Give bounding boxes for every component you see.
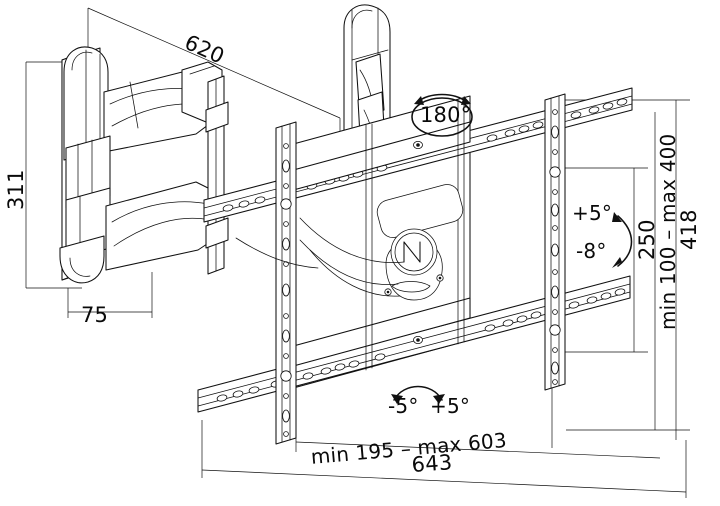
cable-slot (376, 184, 464, 238)
swivel-180-symbol (411, 93, 473, 137)
dimension-vesa-vertical-range: min 100 – max 400 (656, 133, 680, 330)
callout-180-degrees: 180° (420, 103, 472, 127)
dimension-75: 75 (81, 303, 109, 327)
dimension-311: 311 (4, 169, 28, 210)
lower-arm (59, 181, 217, 284)
callout-tilt-down-8: -8° (576, 239, 607, 263)
left-vertical-post (275, 121, 297, 445)
arm-end-column (205, 75, 229, 275)
dimension-250: 250 (635, 219, 659, 260)
tilt-arc-symbol (612, 212, 633, 268)
arm-hinge-mid (65, 135, 111, 209)
callout-roll-minus-5: -5° (388, 394, 419, 418)
center-plate-stiffeners (289, 97, 465, 391)
right-vertical-post (544, 93, 566, 391)
dimension-418: 418 (677, 209, 701, 250)
callout-tilt-up-5: +5° (572, 201, 613, 225)
roll-arc-symbol (391, 385, 445, 404)
dimension-643: 643 (410, 450, 454, 477)
lock-knob (384, 228, 444, 301)
arm-behind-plate (235, 217, 405, 297)
callout-roll-plus-5: +5° (430, 394, 471, 418)
